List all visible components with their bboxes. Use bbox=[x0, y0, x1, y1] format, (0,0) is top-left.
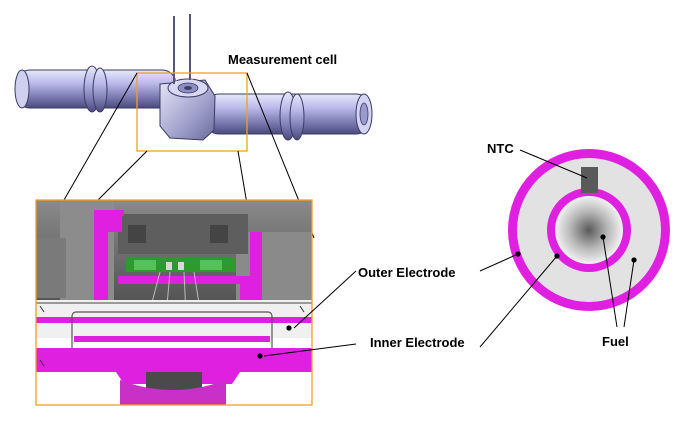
fuel-point-annulus bbox=[631, 257, 637, 263]
ntc-sensor bbox=[581, 167, 598, 193]
fuel-point-center bbox=[600, 234, 606, 240]
zoomed-cross-section bbox=[36, 200, 312, 405]
measurement-cell-highlight bbox=[136, 72, 248, 152]
outer-electrode-point-left bbox=[286, 325, 292, 331]
inner-electrode-point-left bbox=[257, 353, 263, 359]
circular-cross-section bbox=[508, 149, 670, 311]
outer-electrode-strip bbox=[36, 317, 312, 323]
inner-electrode-point-right bbox=[554, 253, 560, 259]
zoom-frame bbox=[35, 199, 313, 406]
label-fuel: Fuel bbox=[602, 334, 629, 349]
label-inner-electrode: Inner Electrode bbox=[370, 335, 465, 350]
outer-electrode-point-right bbox=[515, 251, 521, 257]
pipe-assembly bbox=[14, 14, 373, 141]
label-outer-electrode: Outer Electrode bbox=[358, 265, 456, 280]
label-ntc: NTC bbox=[487, 141, 514, 156]
label-measurement-cell: Measurement cell bbox=[228, 52, 337, 67]
leader-lines bbox=[263, 149, 635, 357]
